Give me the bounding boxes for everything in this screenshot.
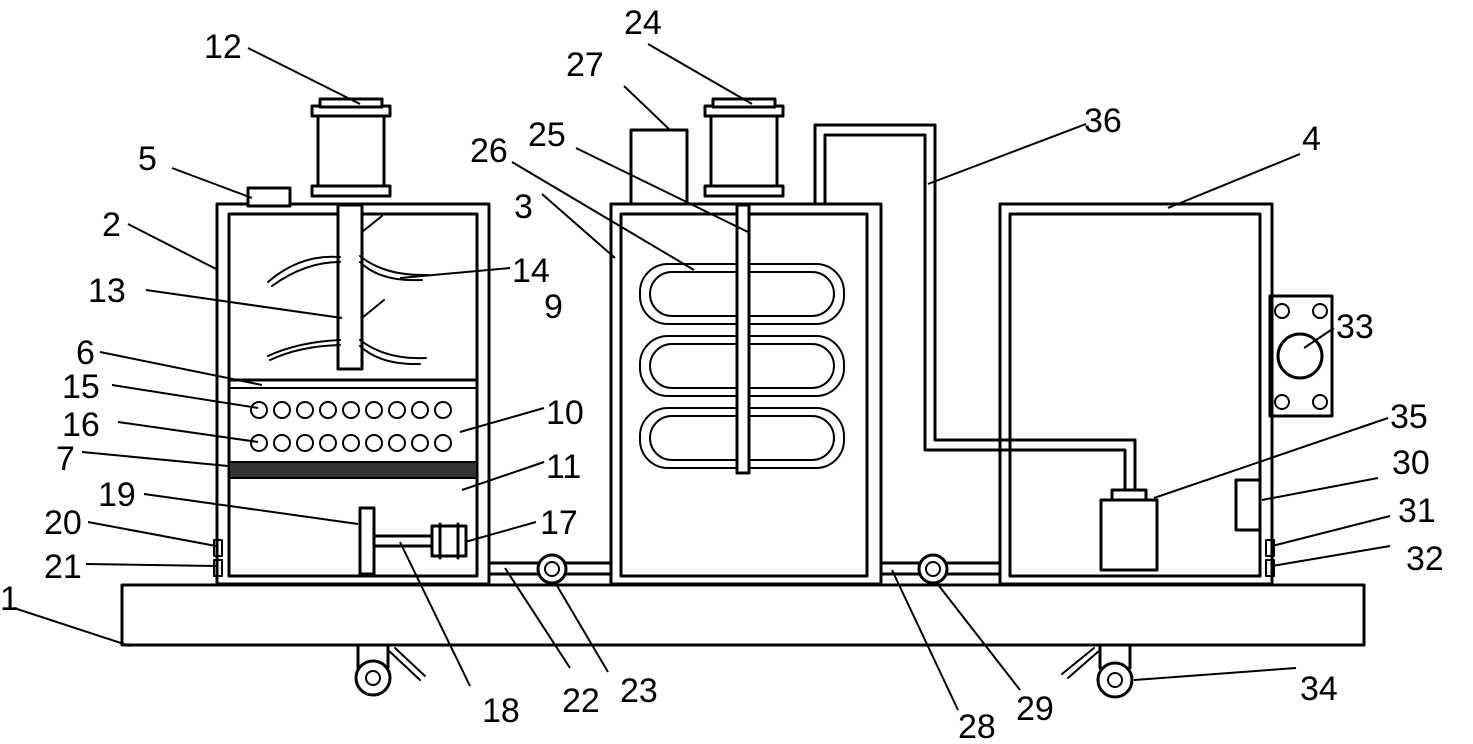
number-labels: 12 5 2 13 14 9 6 15 16 10 7 11 19 17 20 …	[0, 4, 1444, 744]
label-25: 25	[528, 116, 566, 154]
label-22: 22	[562, 682, 600, 720]
motor-left	[310, 97, 392, 198]
label-23: 23	[620, 672, 658, 710]
label-24: 24	[624, 4, 662, 42]
label-13: 13	[88, 272, 126, 310]
base-plate	[120, 583, 1366, 647]
return-pipe	[813, 123, 1137, 492]
label-20: 20	[44, 504, 82, 542]
filter-mesh	[228, 461, 478, 479]
label-26: 26	[470, 132, 508, 170]
label-14: 14	[512, 252, 550, 290]
label-30: 30	[1392, 444, 1430, 482]
motor-middle	[703, 97, 785, 198]
label-2: 2	[102, 206, 121, 244]
label-1: 1	[0, 580, 19, 618]
label-16: 16	[62, 406, 100, 444]
control-panel	[1268, 294, 1334, 418]
label-35: 35	[1390, 398, 1428, 436]
pipe-valve-1	[487, 553, 613, 585]
label-18: 18	[482, 692, 520, 730]
tank-right	[998, 202, 1334, 586]
filter-balls-row-1	[250, 401, 452, 419]
label-32: 32	[1406, 540, 1444, 578]
label-6: 6	[76, 334, 95, 372]
label-17: 17	[540, 504, 578, 542]
label-4: 4	[1302, 120, 1321, 158]
label-29: 29	[1016, 690, 1054, 728]
label-11: 11	[546, 448, 581, 486]
label-36: 36	[1084, 102, 1122, 140]
label-31: 31	[1398, 492, 1436, 530]
label-28: 28	[958, 708, 996, 744]
label-27: 27	[566, 46, 604, 84]
label-3: 3	[514, 188, 533, 226]
label-34: 34	[1300, 670, 1338, 708]
label-5: 5	[138, 140, 157, 178]
label-19: 19	[98, 476, 136, 514]
label-9: 9	[544, 288, 563, 326]
label-21: 21	[44, 548, 82, 586]
leader-lines	[13, 43, 1391, 711]
filter-balls-row-2	[250, 434, 452, 452]
label-7: 7	[56, 440, 75, 478]
label-15: 15	[62, 368, 100, 406]
wheel-right	[1061, 643, 1134, 699]
pipe-valve-2	[879, 553, 1002, 585]
tank-left	[213, 97, 491, 586]
label-10: 10	[546, 394, 584, 432]
wheel-left	[354, 643, 426, 697]
tank-middle	[609, 97, 883, 586]
label-12: 12	[204, 28, 242, 66]
label-33: 33	[1336, 308, 1374, 346]
